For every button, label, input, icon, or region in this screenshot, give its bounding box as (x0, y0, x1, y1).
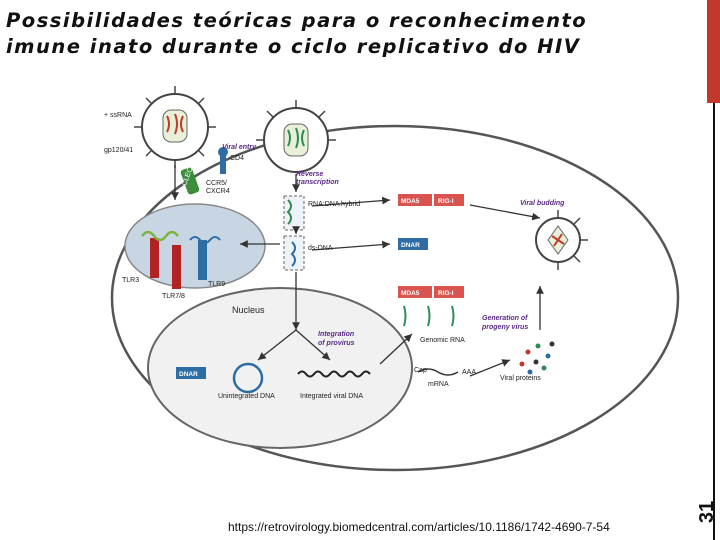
tlr78-receptor (172, 245, 181, 289)
label-generation-2: progeny virus (481, 324, 528, 331)
dnar-label-2: DNAR (179, 371, 198, 378)
label-tlr3: TLR3 (122, 277, 139, 284)
source-citation: https://retrovirology.biomedcentral.com/… (228, 520, 610, 534)
cd4-receptor-head (218, 147, 228, 157)
label-ssrna: + ssRNA (104, 112, 132, 119)
label-reverse-1: Reverse (296, 171, 323, 178)
budding-virion (535, 210, 588, 270)
rig1-box-1 (434, 194, 464, 206)
viral-proteins (519, 341, 555, 375)
mda5-label-1: MDA5 (401, 198, 420, 205)
pathway-arrows (171, 165, 544, 377)
mda5-label-2: MDA5 (401, 290, 420, 297)
free-virion (134, 86, 216, 168)
label-cap-1: Cap (414, 367, 427, 374)
label-unintegrated-dna: Unintegrated DNA (218, 393, 275, 400)
mda5-box-2 (398, 286, 432, 298)
tlr3-receptor (150, 238, 159, 278)
label-aaa-1: AAA (462, 369, 476, 376)
label-tlr78: TLR7/8 (162, 293, 185, 300)
title-line-1: Possibilidades teóricas para o reconheci… (6, 9, 588, 32)
label-tlr9: TLR9 (208, 281, 225, 288)
tlr9-receptor (198, 240, 207, 280)
endosome-rna (141, 230, 179, 242)
label-cd4: CD4 (230, 155, 244, 162)
label-rna-dna-hybrid: RNA:DNA hybrid (308, 201, 360, 208)
rna-dna-hybrid-box (283, 195, 305, 231)
label-nucleus: Nucleus (232, 305, 265, 315)
dnar-box-2 (176, 367, 206, 379)
accent-bar (707, 0, 720, 103)
label-integration-1: Integration (318, 331, 354, 338)
divider-line (713, 103, 715, 540)
label-genomic-rna: Genomic RNA (420, 337, 465, 344)
label-cxcr4: CXCR4 (206, 188, 230, 195)
endosome-dna (189, 236, 221, 244)
dnar-box-1 (398, 238, 428, 250)
title-line-2: imune inato durante o ciclo replicativo … (6, 35, 581, 58)
label-viral-budding: Viral budding (520, 200, 565, 207)
mrna-strand (417, 368, 459, 376)
label-gp120: gp120/41 (104, 147, 133, 154)
entering-virion (256, 100, 336, 173)
label-integration-2: of provirus (318, 340, 355, 347)
unintegrated-dna-circle (232, 362, 264, 394)
rig1-box-2 (434, 286, 464, 298)
label-viral-entry: Viral entry (222, 144, 257, 151)
endosome (124, 203, 266, 289)
label-generation-1: Generation of (482, 315, 528, 322)
label-mrna: mRNA (428, 381, 449, 388)
rig1-label-2: RIG-I (438, 290, 454, 297)
cd4-receptor (220, 156, 226, 174)
label-ds-dna: ds-DNA (308, 245, 333, 252)
clec-receptor (180, 167, 200, 195)
mda5-box-1 (398, 194, 432, 206)
rig1-label-1: RIG-I (438, 198, 454, 205)
label-ccr5: CCR5/ (206, 180, 227, 187)
integrated-dna-strand (297, 370, 371, 378)
genomic-rna-strands (403, 305, 455, 327)
label-reverse-2: transcription (296, 179, 339, 186)
nucleus (147, 287, 413, 449)
slide-number: 31 (696, 500, 718, 524)
slide-title: Possibilidades teóricas para o reconheci… (6, 8, 706, 60)
label-integrated-viral-dna: Integrated viral DNA (300, 393, 363, 400)
dnar-label-1: DNAR (401, 242, 420, 249)
label-viral-proteins: Viral proteins (500, 375, 541, 382)
